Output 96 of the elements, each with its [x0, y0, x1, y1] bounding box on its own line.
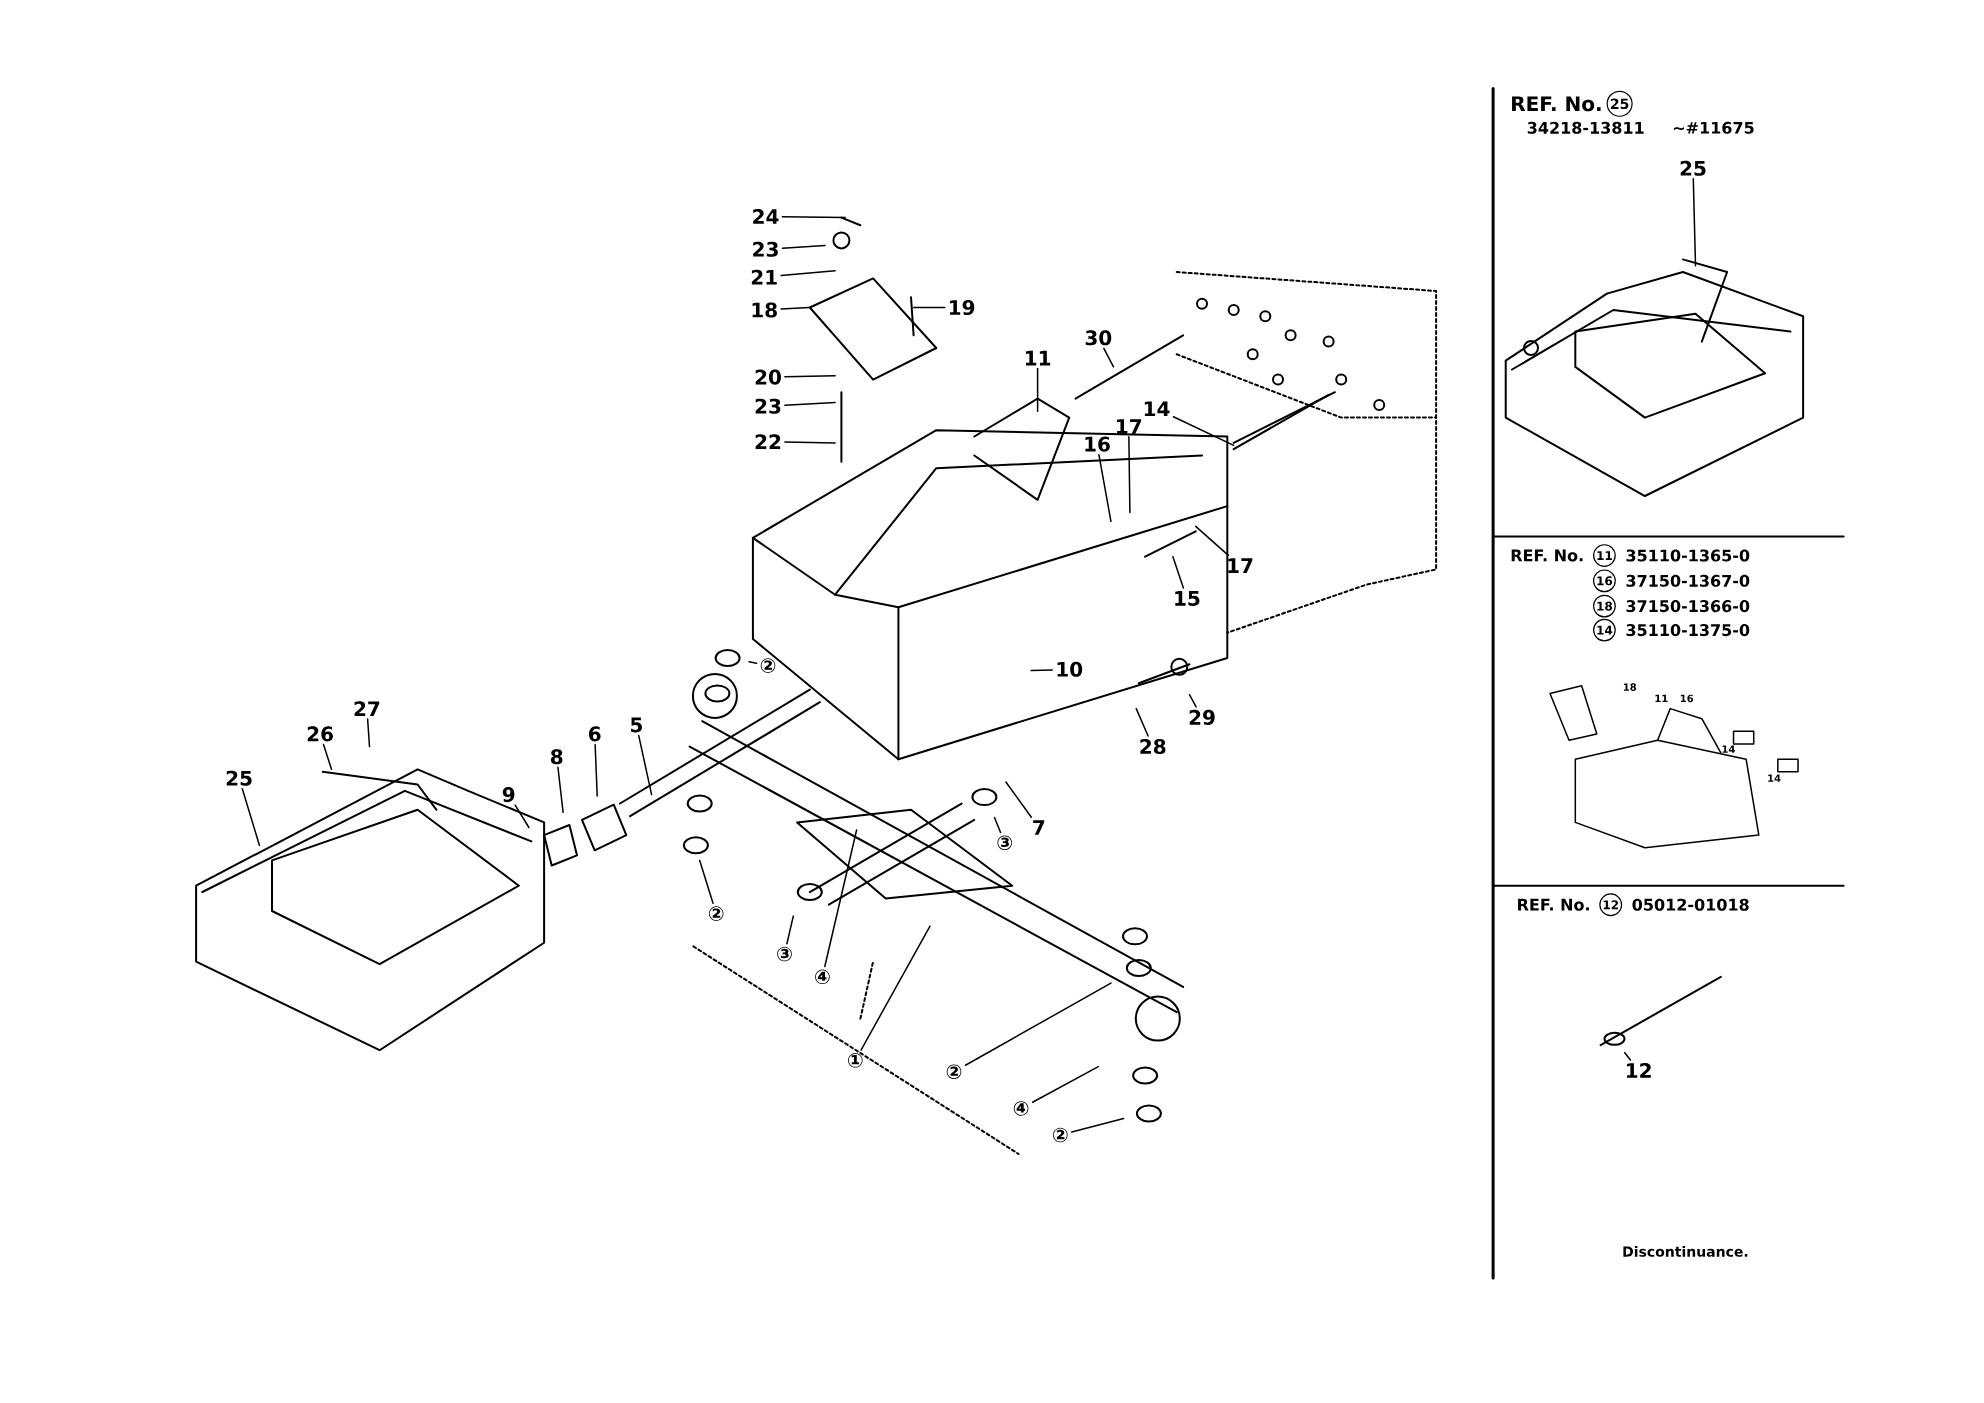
callout-number: ④: [815, 969, 830, 985]
callout-number: 25: [226, 770, 252, 786]
circled-number: 12: [1599, 893, 1623, 917]
reference-note: REF. No.: [1518, 898, 1589, 911]
leader-line: [1005, 781, 1033, 818]
callout-number: 30: [1085, 330, 1112, 346]
leader-line: [912, 306, 946, 309]
reference-note: REF. No.: [1512, 96, 1601, 112]
leader-line: [1098, 453, 1112, 523]
leader-line: [784, 375, 836, 378]
callout-number: 14: [1144, 401, 1170, 416]
leader-line: [780, 270, 836, 277]
leader-line: [781, 215, 846, 219]
reference-note: 11: [1655, 694, 1668, 703]
leader-line: [557, 766, 564, 814]
callout-number: 15: [1175, 591, 1200, 606]
reference-note: 16: [1680, 694, 1694, 703]
leader-line: [1188, 693, 1197, 708]
callout-number: 9: [502, 787, 515, 803]
callout-number: 22: [755, 434, 781, 450]
leader-line: [1172, 555, 1185, 589]
reference-note: 37150-1366-0: [1626, 600, 1750, 613]
callout-number: 23: [753, 241, 778, 257]
circled-number: 14: [1593, 618, 1616, 642]
callout-number: 29: [1189, 709, 1215, 725]
callout-number: ③: [777, 946, 792, 962]
callout-number: 16: [1085, 436, 1110, 452]
callout-number: ④: [1013, 1101, 1029, 1116]
callout-number: 8: [550, 749, 563, 765]
leader-line: [1036, 367, 1039, 412]
leader-line: [241, 788, 261, 846]
leader-line: [1071, 1117, 1125, 1133]
callout-number: 24: [753, 209, 779, 224]
callout-number: ②: [708, 906, 724, 921]
callout-number: ②: [760, 658, 776, 673]
callout-number: 18: [752, 302, 777, 318]
reference-note: ~#11675: [1673, 121, 1754, 134]
callout-number: 10: [1057, 661, 1083, 677]
leader-line: [964, 982, 1112, 1066]
callout-number: 21: [751, 269, 777, 285]
leader-line: [1194, 525, 1230, 557]
leader-line: [993, 816, 1002, 834]
leader-line: [637, 734, 653, 796]
leader-line: [1623, 1051, 1632, 1061]
reference-note: 14: [1768, 774, 1781, 782]
leader-line: [860, 925, 931, 1051]
leader-line: [786, 915, 795, 945]
leader-line: [1103, 347, 1115, 368]
callout-number: 12: [1626, 1063, 1651, 1078]
leader-line: [784, 401, 836, 406]
callout-number: ③: [997, 835, 1012, 850]
callout-number: 17: [1117, 419, 1142, 434]
leader-line: [514, 804, 530, 829]
leader-line: [594, 743, 598, 797]
circled-number: 18: [1593, 594, 1616, 618]
reference-note: 37150-1367-0: [1626, 574, 1750, 587]
leader-line: [1128, 435, 1131, 514]
circled-number: 25: [1606, 90, 1633, 117]
callout-number: 23: [755, 398, 781, 414]
leader-line: [322, 743, 333, 771]
leader-line: [366, 718, 371, 748]
callout-number: 20: [755, 369, 781, 385]
callout-number: 6: [589, 726, 601, 742]
reference-note: Discontinuance.: [1623, 1246, 1748, 1257]
leader-line: [1172, 416, 1235, 447]
leader-line: [781, 244, 826, 249]
callout-number: 27: [354, 701, 380, 717]
reference-note: 34218-13811: [1527, 121, 1644, 134]
callout-number: 7: [1033, 820, 1045, 835]
reference-note: 05012-01018: [1632, 898, 1749, 911]
leader-line: [824, 829, 858, 968]
reference-note: 18: [1623, 683, 1637, 691]
reference-note: 14: [1722, 745, 1735, 753]
callout-number: 25: [1680, 160, 1706, 176]
leader-line: [1031, 1065, 1100, 1103]
callout-number: ②: [1053, 1127, 1068, 1143]
leader-line: [748, 661, 758, 665]
callout-number: 19: [949, 299, 975, 316]
callout-number: 5: [631, 717, 642, 733]
leader-line: [780, 306, 811, 310]
reference-note: REF. No.: [1511, 549, 1583, 562]
callout-number: 11: [1025, 350, 1051, 366]
callout-number: 26: [307, 726, 333, 742]
callout-number: ②: [946, 1064, 962, 1079]
leader-line: [784, 441, 836, 444]
leader-line: [1135, 707, 1149, 737]
leader-line: [1692, 178, 1697, 267]
circled-number: 11: [1593, 544, 1616, 567]
leader-line: [698, 859, 714, 905]
callout-number: 28: [1140, 738, 1166, 755]
circled-number: 16: [1593, 569, 1616, 593]
callout-number: ①: [848, 1053, 863, 1068]
reference-note: 35110-1375-0: [1626, 624, 1750, 637]
reference-note: 35110-1365-0: [1626, 549, 1750, 562]
leader-line: [1030, 669, 1054, 672]
callout-number: 17: [1228, 558, 1253, 573]
